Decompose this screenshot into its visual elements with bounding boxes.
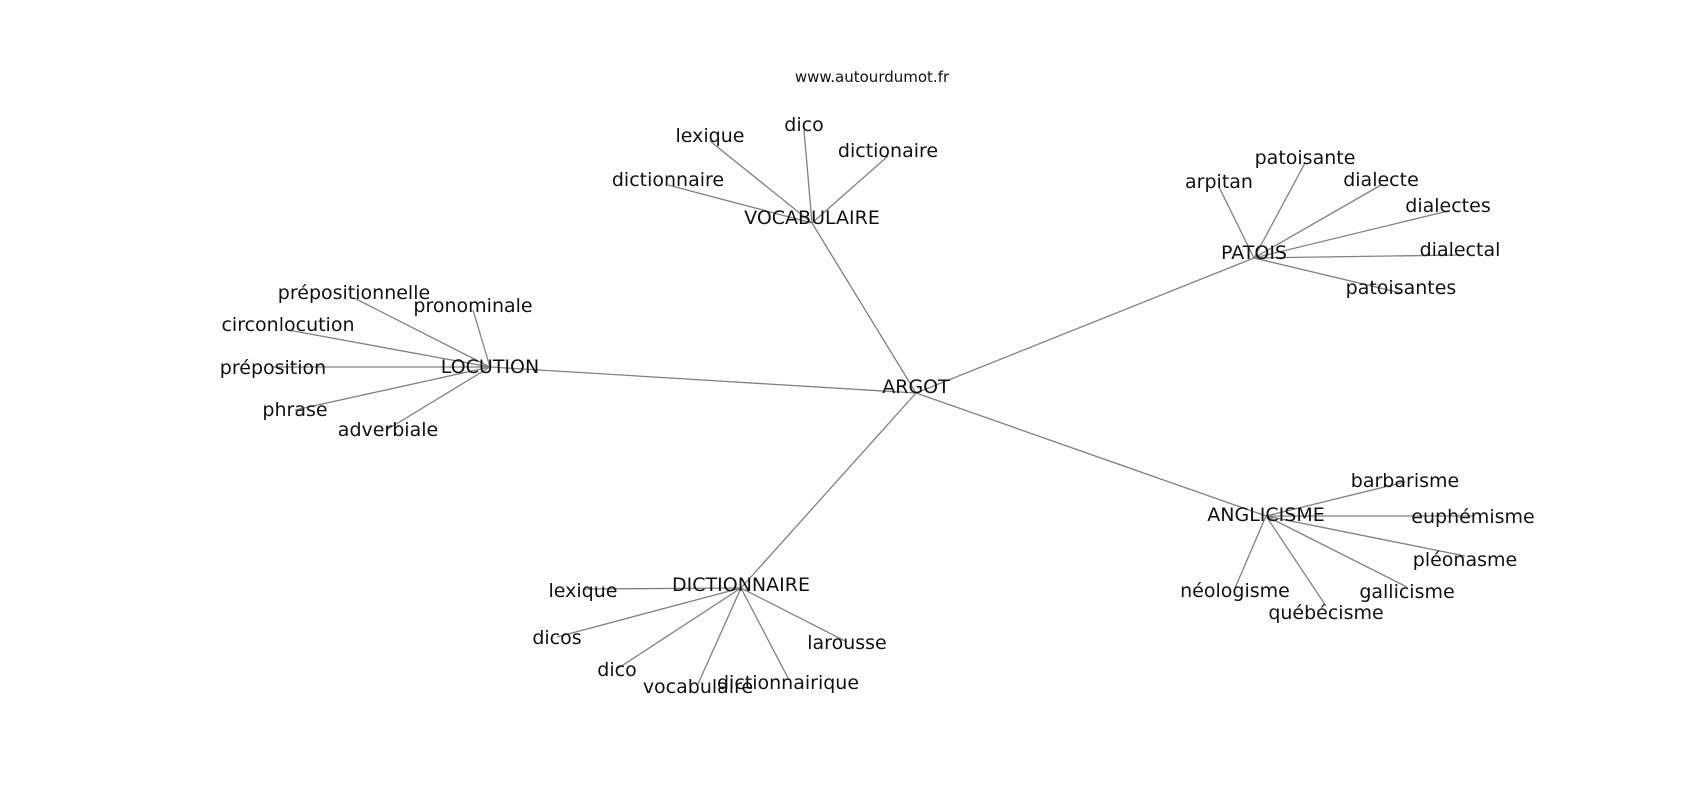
hub-node[interactable]: DICTIONNAIRE [672, 574, 810, 596]
edge-hub-0-leaf-3 [667, 184, 813, 224]
leaf-node[interactable]: dialectal [1420, 239, 1501, 261]
leaf-node[interactable]: lexique [549, 580, 618, 602]
edge-hub-3-leaf-5 [1234, 515, 1267, 589]
leaf-node[interactable]: pronominale [413, 295, 532, 317]
edge-hub-1-leaf-4 [1253, 254, 1461, 259]
leaf-node[interactable]: dialectes [1405, 195, 1490, 217]
edge-center-to-hub-4 [740, 392, 917, 589]
leaf-node[interactable]: dicos [532, 627, 581, 649]
leaf-node[interactable]: barbarisme [1351, 470, 1459, 492]
edge-hub-1-leaf-3 [1253, 210, 1449, 259]
watermark-text: www.autourdumot.fr [795, 68, 950, 86]
leaf-node[interactable]: dictionnaire [612, 169, 724, 191]
edge-hub-2-leaf-2 [287, 329, 491, 368]
leaf-node[interactable]: pléonasme [1413, 549, 1517, 571]
hub-node[interactable]: ANGLICISME [1207, 504, 1324, 526]
edge-center-to-hub-3 [915, 392, 1267, 517]
edge-hub-2-leaf-4 [294, 366, 491, 411]
edge-hub-1-leaf-0 [1218, 186, 1255, 259]
edge-hub-4-leaf-2 [616, 587, 742, 670]
edge-hub-3-leaf-2 [1265, 515, 1466, 557]
edge-hub-0-leaf-0 [709, 140, 813, 224]
leaf-node[interactable]: patoisante [1255, 147, 1356, 169]
leaf-node[interactable]: dictionnairique [717, 672, 859, 694]
edge-hub-3-leaf-0 [1265, 481, 1406, 517]
edge-hub-0-leaf-2 [811, 155, 889, 224]
edge-hub-4-leaf-1 [556, 587, 742, 638]
leaf-node[interactable]: lexique [676, 125, 745, 147]
edge-center-to-hub-0 [811, 222, 917, 394]
edge-hub-3-leaf-4 [1265, 515, 1327, 607]
leaf-node[interactable]: néologisme [1180, 580, 1290, 602]
edge-hub-4-leaf-3 [697, 587, 742, 685]
leaf-node[interactable]: dictionaire [838, 140, 938, 162]
leaf-node[interactable]: circonlocution [221, 314, 354, 336]
hub-node[interactable]: VOCABULAIRE [744, 207, 880, 229]
leaf-node[interactable]: dico [597, 659, 636, 681]
edge-hub-3-leaf-3 [1265, 515, 1408, 588]
hub-node[interactable]: LOCUTION [441, 356, 539, 378]
leaf-node[interactable]: arpitan [1185, 171, 1253, 193]
graph-labels: www.autourdumot.fr ARGOT VOCABULAIRE lexi… [220, 68, 1535, 698]
edge-center-to-hub-1 [915, 257, 1255, 394]
leaf-node[interactable]: dico [784, 114, 823, 136]
edge-hub-4-leaf-0 [582, 587, 742, 590]
edge-hub-2-leaf-1 [472, 309, 491, 368]
leaf-node[interactable]: préposition [220, 357, 326, 379]
leaf-node[interactable]: euphémisme [1411, 506, 1534, 528]
leaf-node[interactable]: adverbiale [338, 419, 438, 441]
edge-hub-4-leaf-4 [740, 587, 789, 679]
graph-edges [273, 129, 1473, 685]
leaf-node[interactable]: patoisantes [1346, 277, 1457, 299]
leaf-node[interactable]: larousse [807, 632, 886, 654]
edge-hub-2-leaf-5 [387, 366, 491, 430]
leaf-node[interactable]: prépositionnelle [278, 282, 430, 304]
leaf-node[interactable]: vocabulaire [643, 676, 753, 698]
edge-hub-2-leaf-0 [353, 297, 491, 368]
leaf-node[interactable]: dialecte [1343, 169, 1419, 191]
leaf-node[interactable]: québécisme [1268, 602, 1383, 624]
leaf-node[interactable]: gallicisme [1359, 581, 1454, 603]
hub-node[interactable]: PATOIS [1221, 242, 1287, 264]
leaf-node[interactable]: phrase [262, 399, 327, 421]
edge-hub-4-leaf-5 [740, 587, 848, 643]
edge-hub-1-leaf-1 [1253, 162, 1306, 259]
edge-hub-1-leaf-2 [1253, 184, 1382, 259]
edge-center-to-hub-2 [489, 366, 917, 394]
edge-hub-0-leaf-1 [803, 129, 813, 224]
edge-hub-1-leaf-5 [1253, 257, 1402, 294]
center-node[interactable]: ARGOT [882, 376, 950, 398]
